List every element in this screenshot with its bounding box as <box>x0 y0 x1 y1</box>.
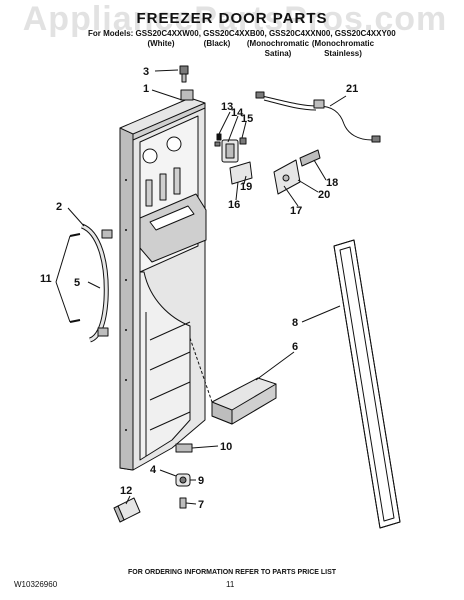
callout-11: 11 <box>40 273 52 285</box>
callout-15: 15 <box>241 113 253 125</box>
callout-5: 5 <box>74 277 80 289</box>
top-screw <box>179 65 189 83</box>
dispenser-parts <box>214 133 253 185</box>
callout-14: 14 <box>231 107 244 119</box>
callout-16: 16 <box>228 199 240 211</box>
wire-harness <box>255 91 381 143</box>
leader-lines <box>55 69 347 505</box>
callout-2: 2 <box>56 201 62 213</box>
variant-mono-stainless: (Monochromatic Stainless) <box>311 39 375 58</box>
callout-9: 9 <box>198 475 204 487</box>
callout-20: 20 <box>318 189 330 201</box>
callout-13: 13 <box>221 101 233 113</box>
door-gasket <box>333 239 401 529</box>
callout-numbers: 3 1 2 5 11 13 14 15 16 19 17 20 18 21 8 … <box>40 66 358 511</box>
watermark: AppliancePartsPros.com <box>22 0 448 38</box>
models-line: For Models: GSS20C4XXW00, GSS20C4XXB00, … <box>88 29 396 38</box>
door-bin <box>189 337 277 425</box>
callout-8: 8 <box>292 317 298 329</box>
callout-4: 4 <box>150 464 157 476</box>
variant-black: (Black) <box>203 39 231 48</box>
hinge-bushing <box>180 89 194 101</box>
callout-1: 1 <box>143 83 149 95</box>
page-title: FREEZER DOOR PARTS <box>136 10 328 27</box>
document-number: W10326960 <box>14 580 58 589</box>
callout-12: 12 <box>120 485 132 497</box>
callout-3: 3 <box>143 66 149 78</box>
ordering-note: FOR ORDERING INFORMATION REFER TO PARTS … <box>127 569 337 576</box>
variant-white: (White) <box>147 39 175 48</box>
variant-mono-satina: (Monochromatic Satina) <box>246 39 310 58</box>
door-handle <box>69 223 113 343</box>
callout-7: 7 <box>198 499 204 511</box>
door-panel <box>119 97 207 471</box>
callout-6: 6 <box>292 341 298 353</box>
callout-19: 19 <box>240 181 252 193</box>
callout-18: 18 <box>326 177 338 189</box>
control-module <box>273 149 321 195</box>
page-number: 11 <box>226 580 235 589</box>
callout-10: 10 <box>220 441 232 453</box>
callout-21: 21 <box>346 83 358 95</box>
callout-17: 17 <box>290 205 302 217</box>
